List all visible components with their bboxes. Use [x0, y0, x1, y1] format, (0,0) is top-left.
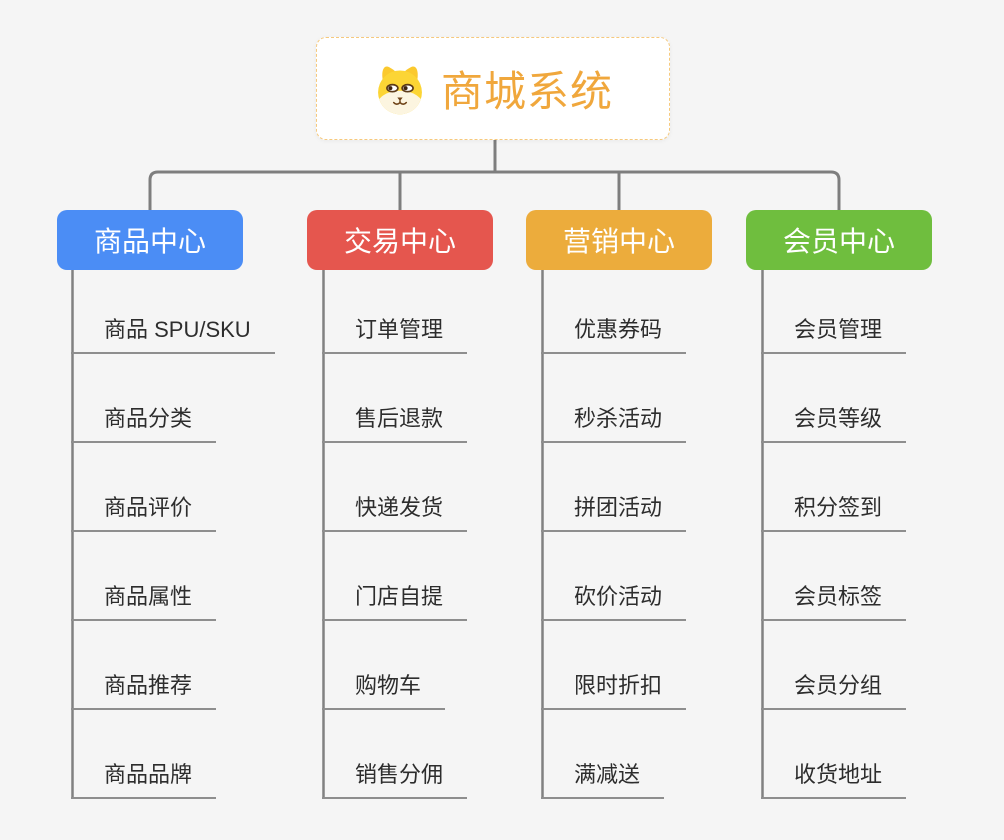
leaf-row: 限时折扣	[541, 621, 687, 710]
leaf-node[interactable]: 会员等级	[761, 401, 907, 443]
leaf-node[interactable]: 拼团活动	[541, 490, 687, 532]
leaf-row: 商品 SPU/SKU	[71, 270, 275, 354]
branch-node-marketing-center[interactable]: 营销中心	[526, 210, 712, 270]
leaf-row: 商品属性	[71, 532, 275, 621]
leaf-node[interactable]: 满减送	[541, 757, 665, 799]
leaf-node[interactable]: 收货地址	[761, 757, 907, 799]
leaf-row: 购物车	[322, 621, 467, 710]
leaf-node[interactable]: 秒杀活动	[541, 401, 687, 443]
leaf-row: 商品分类	[71, 354, 275, 443]
leaf-node[interactable]: 商品 SPU/SKU	[71, 312, 275, 354]
leaf-node[interactable]: 门店自提	[322, 579, 468, 621]
leaf-column-marketing: 优惠券码 秒杀活动 拼团活动 砍价活动 限时折扣 满减送	[541, 270, 687, 799]
leaf-row: 商品品牌	[71, 710, 275, 799]
leaf-row: 会员标签	[761, 532, 907, 621]
shiba-dog-icon	[378, 65, 422, 114]
leaf-node[interactable]: 限时折扣	[541, 668, 687, 710]
leaf-node[interactable]: 会员分组	[761, 668, 907, 710]
leaf-row: 售后退款	[322, 354, 468, 443]
leaf-row: 商品推荐	[71, 621, 275, 710]
root-node[interactable]: 商城系统	[316, 37, 670, 140]
leaf-row: 订单管理	[322, 270, 468, 354]
leaf-node[interactable]: 优惠券码	[541, 312, 687, 354]
leaf-node[interactable]: 商品品牌	[71, 757, 217, 799]
leaf-column-member: 会员管理 会员等级 积分签到 会员标签 会员分组 收货地址	[761, 270, 907, 799]
leaf-node[interactable]: 商品分类	[71, 401, 217, 443]
leaf-node[interactable]: 会员标签	[761, 579, 907, 621]
leaf-row: 秒杀活动	[541, 354, 687, 443]
leaf-row: 会员等级	[761, 354, 907, 443]
leaf-row: 快递发货	[322, 443, 468, 532]
leaf-row: 会员管理	[761, 270, 907, 354]
root-title: 商城系统	[440, 68, 613, 115]
leaf-node[interactable]: 订单管理	[322, 312, 468, 354]
branch-node-transaction-center[interactable]: 交易中心	[307, 210, 493, 270]
leaf-row: 优惠券码	[541, 270, 687, 354]
leaf-node[interactable]: 积分签到	[761, 490, 907, 532]
leaf-node[interactable]: 商品推荐	[71, 668, 217, 710]
leaf-node[interactable]: 售后退款	[322, 401, 468, 443]
leaf-node[interactable]: 快递发货	[322, 490, 468, 532]
leaf-row: 积分签到	[761, 443, 907, 532]
leaf-row: 会员分组	[761, 621, 907, 710]
leaf-node[interactable]: 会员管理	[761, 312, 907, 354]
leaf-node[interactable]: 砍价活动	[541, 579, 687, 621]
leaf-column-transaction: 订单管理 售后退款 快递发货 门店自提 购物车 销售分佣	[322, 270, 468, 799]
leaf-row: 满减送	[541, 710, 686, 799]
branch-node-product-center[interactable]: 商品中心	[57, 210, 243, 270]
leaf-row: 拼团活动	[541, 443, 687, 532]
branch-node-member-center[interactable]: 会员中心	[746, 210, 932, 270]
leaf-node[interactable]: 商品评价	[71, 490, 217, 532]
leaf-row: 销售分佣	[322, 710, 468, 799]
leaf-node[interactable]: 购物车	[322, 668, 446, 710]
leaf-column-product: 商品 SPU/SKU 商品分类 商品评价 商品属性 商品推荐 商品品牌	[71, 270, 275, 799]
leaf-row: 门店自提	[322, 532, 468, 621]
leaf-row: 收货地址	[761, 710, 907, 799]
leaf-node[interactable]: 销售分佣	[322, 757, 468, 799]
leaf-node[interactable]: 商品属性	[71, 579, 217, 621]
leaf-row: 砍价活动	[541, 532, 687, 621]
leaf-row: 商品评价	[71, 443, 275, 532]
